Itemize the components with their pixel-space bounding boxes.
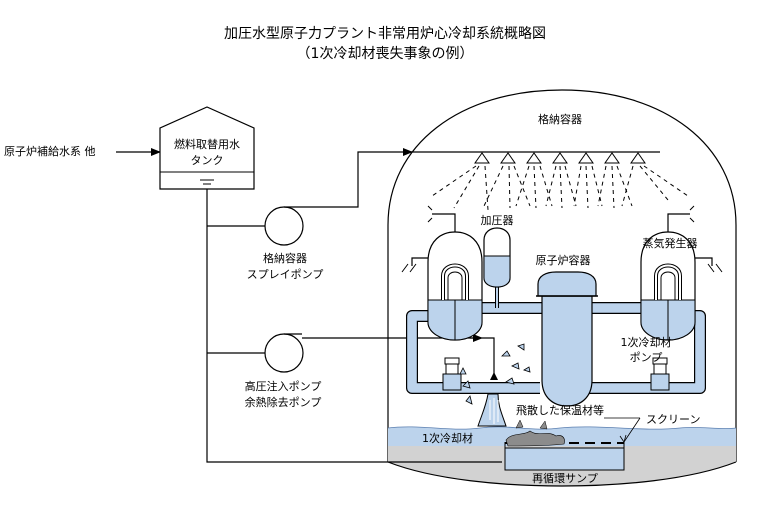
high-pressure-injection-pump — [264, 333, 304, 373]
label-coolant-pump-line2: ポンプ — [630, 351, 663, 364]
reactor-vessel — [536, 271, 598, 407]
label-tank-line2: タンク — [191, 154, 224, 167]
label-primary-coolant: 1次冷却材 — [422, 431, 473, 445]
reactor-coolant-pump-right — [650, 357, 670, 391]
recirculation-sump — [504, 447, 625, 471]
spray-nozzles — [474, 152, 646, 164]
tank-level-mark — [200, 179, 214, 185]
label-coolant-pump-line1: 1次冷却材 — [621, 335, 672, 349]
injection-arrow-head — [490, 372, 498, 380]
debris-pieces — [515, 419, 548, 430]
label-pressurizer: 加圧器 — [481, 214, 514, 227]
diagram-subtitle: （1次冷却材喪失事象の例） — [297, 46, 474, 62]
label-debris: 飛散した保温材等 — [516, 403, 604, 417]
label-makeup-system: 原子炉補給水系 他 — [4, 144, 96, 158]
refueling-water-tank — [159, 106, 255, 190]
label-containment: 格納容器 — [538, 112, 582, 126]
label-hp-pump-line1: 高圧注入ポンプ — [245, 379, 322, 393]
reactor-coolant-pump-left — [442, 357, 462, 391]
steam-generator-left — [401, 205, 483, 341]
label-spray-pump-line2: スプレイポンプ — [247, 268, 324, 281]
break-jet — [459, 343, 531, 427]
steam-generator-right — [640, 205, 723, 341]
label-screen: スクリーン — [646, 413, 700, 426]
diagram-title: 加圧水型原子力プラント非常用炉心冷却系統概略図 — [224, 26, 546, 42]
screen-pointer — [623, 417, 641, 443]
label-hp-pump-line2: 余熱除去ポンプ — [245, 395, 322, 409]
label-steam-generator: 蒸気発生器 — [643, 236, 698, 250]
injection-line — [482, 337, 495, 380]
screen-pointer-head — [619, 434, 627, 443]
pressurizer — [483, 227, 511, 308]
debris — [505, 430, 565, 447]
label-spray-pump-line1: 格納容器 — [263, 251, 307, 265]
containment-spray-pump — [264, 206, 304, 246]
spray-droplets — [431, 165, 689, 211]
label-sump: 再循環サンプ — [532, 472, 598, 485]
water-surface-line — [387, 426, 737, 430]
label-reactor-vessel: 原子炉容器 — [536, 253, 591, 267]
containment-base-line — [387, 461, 737, 487]
label-tank-line1: 燃料取替用水 — [174, 137, 240, 151]
